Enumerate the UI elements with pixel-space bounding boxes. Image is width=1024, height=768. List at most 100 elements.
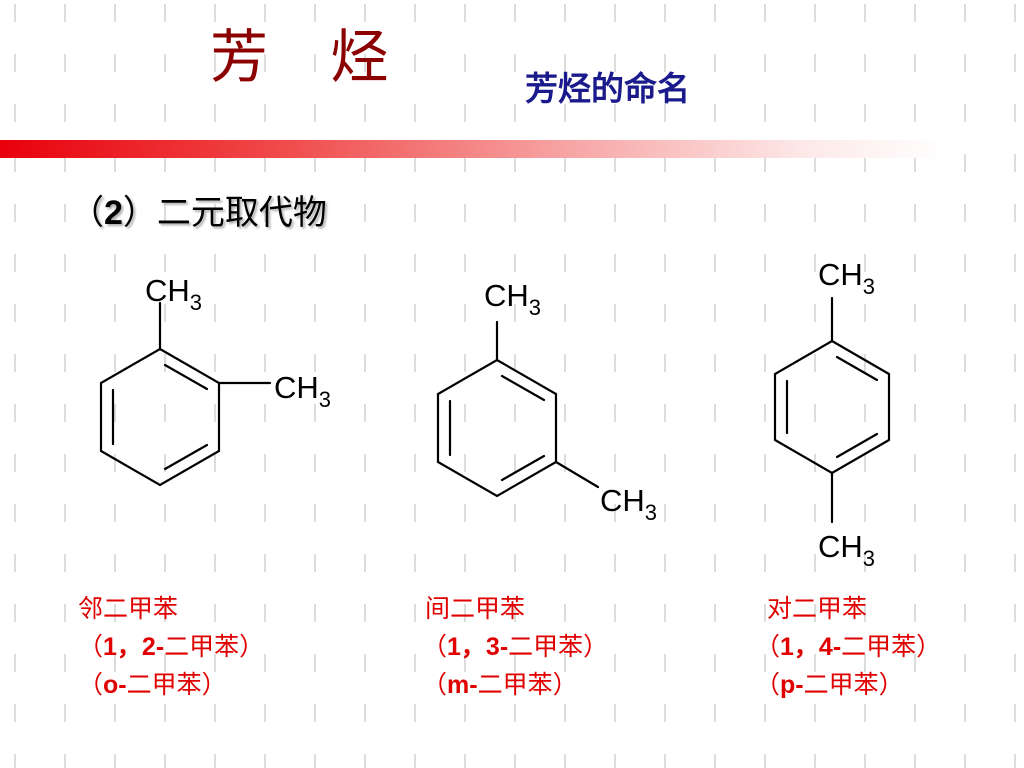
- pattern-dash: [764, 754, 766, 768]
- pattern-dash: [114, 104, 116, 122]
- pattern-dash: [914, 654, 916, 672]
- pattern-dash: [914, 604, 916, 622]
- pattern-dash: [414, 254, 416, 272]
- pattern-dash: [364, 604, 366, 622]
- pattern-dash: [914, 504, 916, 522]
- inner-double-bond: [163, 443, 209, 471]
- pattern-dash: [1014, 4, 1016, 22]
- pattern-dash: [1014, 354, 1016, 372]
- slide-title: 芳 烃: [210, 23, 411, 91]
- pattern-dash: [914, 554, 916, 572]
- name-bold: 1，4-: [780, 633, 842, 661]
- pattern-dash: [764, 104, 766, 122]
- pattern-dash: [364, 304, 366, 322]
- pattern-dash: [564, 454, 566, 472]
- pattern-dash: [464, 704, 466, 722]
- pattern-dash: [214, 104, 216, 122]
- pattern-dash: [364, 4, 366, 22]
- pattern-dash: [264, 4, 266, 22]
- methyl-label: CH3: [818, 257, 875, 299]
- pattern-dash: [64, 654, 66, 672]
- pattern-dash: [614, 204, 616, 222]
- pattern-dash: [1014, 454, 1016, 472]
- pattern-dash: [464, 4, 466, 22]
- name-line: （o-二甲苯）: [78, 666, 264, 704]
- pattern-dash: [114, 704, 116, 722]
- pattern-dash: [764, 604, 766, 622]
- pattern-dash: [464, 554, 466, 572]
- methyl-label: CH3: [145, 273, 202, 315]
- pattern-dash: [764, 4, 766, 22]
- pattern-dash: [964, 154, 966, 172]
- pattern-dash: [564, 104, 566, 122]
- name-pre: （: [422, 632, 448, 661]
- pattern-dash: [514, 504, 516, 522]
- pattern-dash: [814, 404, 816, 422]
- pattern-dash: [314, 304, 316, 322]
- pattern-dash: [14, 454, 16, 472]
- pattern-dash: [664, 354, 666, 372]
- pattern-dash: [264, 354, 266, 372]
- name-text: 对二甲苯: [767, 594, 868, 623]
- name-bold: o-: [103, 671, 127, 699]
- methyl-bond: [554, 460, 600, 489]
- pattern-dash: [464, 604, 466, 622]
- pattern-dash: [314, 4, 316, 22]
- methyl-label-text: CH: [818, 529, 863, 564]
- pattern-dash: [414, 604, 416, 622]
- pattern-dash: [564, 254, 566, 272]
- pattern-dash: [114, 504, 116, 522]
- pattern-dash: [864, 704, 866, 722]
- pattern-dash: [564, 404, 566, 422]
- pattern-dash: [514, 604, 516, 622]
- pattern-dash: [264, 304, 266, 322]
- pattern-dash: [714, 754, 716, 768]
- pattern-dash: [364, 104, 366, 122]
- pattern-dash: [364, 204, 366, 222]
- pattern-dash: [314, 54, 316, 72]
- pattern-dash: [614, 104, 616, 122]
- pattern-dash: [814, 654, 816, 672]
- pattern-dash: [264, 254, 266, 272]
- pattern-dash: [214, 654, 216, 672]
- pattern-dash: [314, 604, 316, 622]
- pattern-dash: [514, 704, 516, 722]
- pattern-dash: [214, 604, 216, 622]
- methyl-label-text: CH: [818, 257, 863, 292]
- pattern-dash: [964, 104, 966, 122]
- pattern-dash: [714, 304, 716, 322]
- pattern-dash: [914, 154, 916, 172]
- pattern-dash: [814, 504, 816, 522]
- pattern-dash: [14, 654, 16, 672]
- inner-double-bond: [835, 355, 879, 382]
- pattern-dash: [564, 754, 566, 768]
- pattern-dash: [564, 4, 566, 22]
- pattern-dash: [764, 354, 766, 372]
- pattern-dash: [614, 454, 616, 472]
- pattern-dash: [14, 4, 16, 22]
- pattern-dash: [514, 454, 516, 472]
- pattern-dash: [664, 604, 666, 622]
- pattern-dash: [164, 554, 166, 572]
- benzene-ring: [436, 358, 558, 498]
- pattern-dash: [764, 54, 766, 72]
- pattern-dash: [164, 154, 166, 172]
- pattern-dash: [14, 204, 16, 222]
- pattern-dash: [664, 204, 666, 222]
- pattern-dash: [314, 704, 316, 722]
- methyl-label-subscript: 3: [190, 290, 202, 315]
- pattern-dash: [864, 254, 866, 272]
- pattern-dash: [214, 204, 216, 222]
- methyl-label-subscript: 3: [863, 546, 875, 571]
- pattern-dash: [714, 204, 716, 222]
- pattern-dash: [764, 704, 766, 722]
- pattern-dash: [164, 354, 166, 372]
- pattern-dash: [264, 704, 266, 722]
- pattern-dash: [964, 754, 966, 768]
- pattern-dash: [614, 404, 616, 422]
- pattern-dash: [364, 754, 366, 768]
- pattern-dash: [114, 754, 116, 768]
- pattern-dash: [214, 54, 216, 72]
- pattern-dash: [14, 554, 16, 572]
- pattern-dash: [1014, 604, 1016, 622]
